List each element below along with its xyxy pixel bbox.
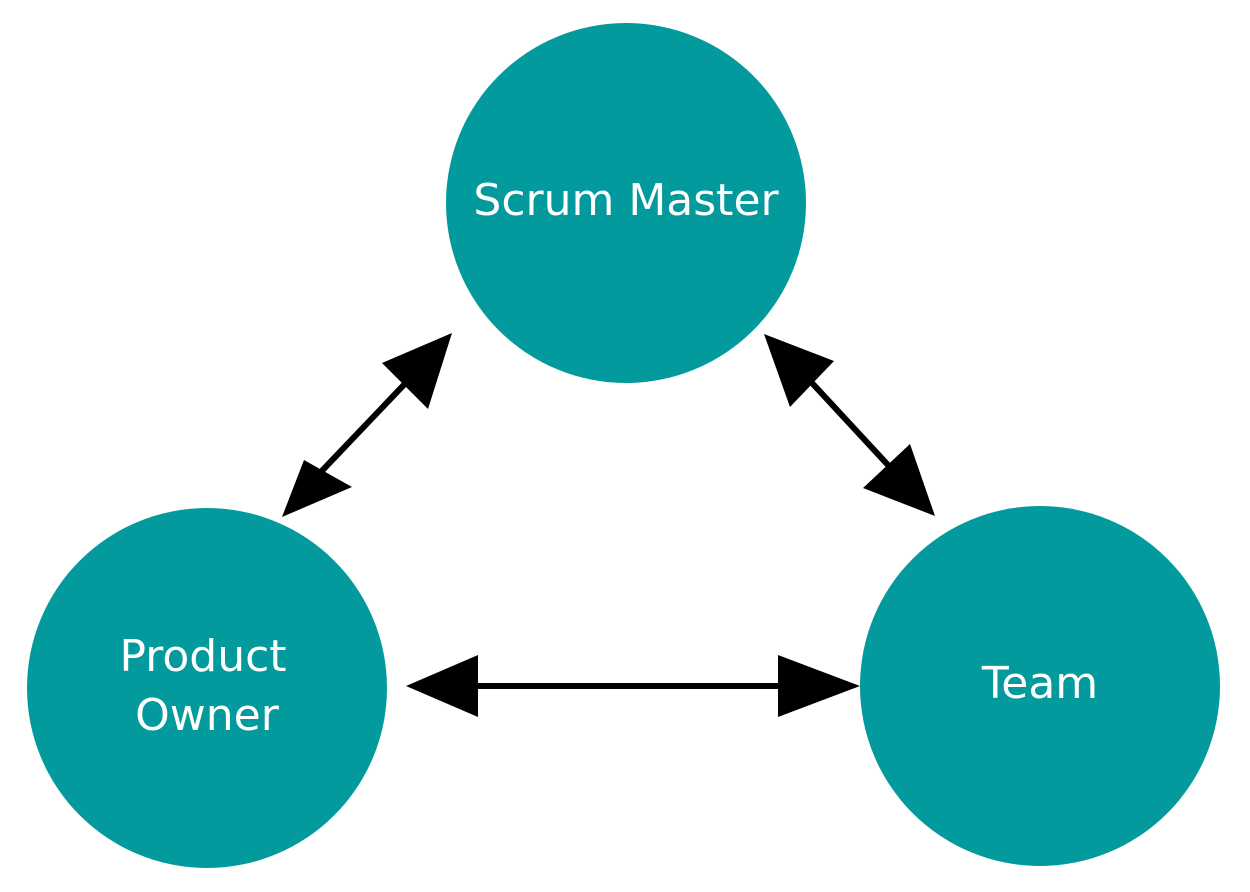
arrow-head xyxy=(778,655,860,717)
node-product-owner: Product Owner xyxy=(27,508,387,868)
arrow-head xyxy=(764,334,834,407)
arrow-head xyxy=(406,655,478,717)
node-scrum-master: Scrum Master xyxy=(446,23,806,383)
scrum-master-circle xyxy=(446,23,806,383)
arrow-head xyxy=(382,333,452,409)
arrow-head xyxy=(282,460,352,517)
arrow-shaft xyxy=(315,367,421,478)
arrow-shaft xyxy=(797,367,903,481)
scrum-master-label: Scrum Master xyxy=(473,175,779,226)
product-owner-label-line2: Owner xyxy=(135,690,280,741)
arrow-head xyxy=(863,444,935,516)
team-circle xyxy=(860,506,1220,866)
arrow-scrum-master-team xyxy=(764,334,935,516)
node-team: Team xyxy=(860,506,1220,866)
arrow-product-owner-scrum-master xyxy=(282,333,452,517)
arrow-product-owner-team xyxy=(406,655,860,717)
product-owner-circle xyxy=(27,508,387,868)
product-owner-label-line1: Product xyxy=(119,631,286,682)
team-label: Team xyxy=(981,658,1098,709)
